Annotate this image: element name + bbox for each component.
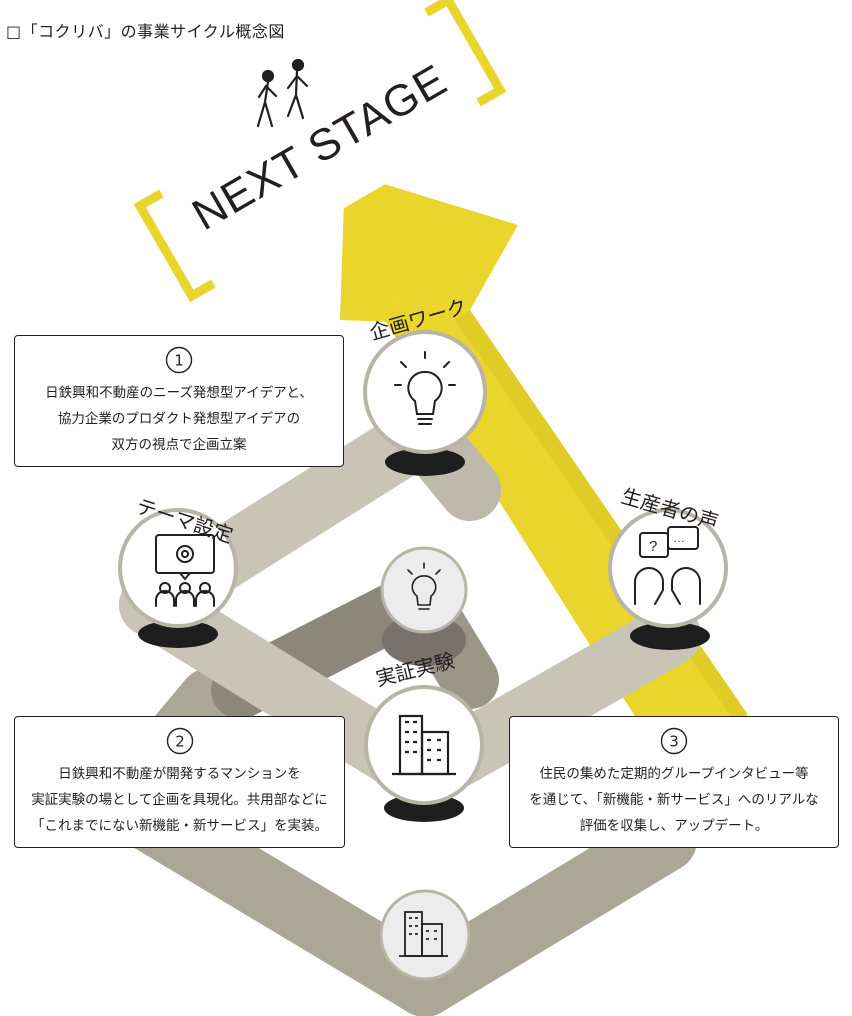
building-icon [399,911,448,957]
page-title: □「コクリバ」の事業サイクル概念図 [6,22,285,41]
node-theme [118,508,238,628]
step-number-badge: 2 [166,727,194,755]
step-number-badge: 3 [660,727,688,755]
description-box-1: 1 日鉄興和不動産のニーズ発想型アイデアと、 協力企業のプロダクト発想型アイデア… [14,335,344,467]
gear-speech-group-icon [155,534,215,607]
lightbulb-icon [394,351,456,425]
box-line: 協力企業のプロダクト発想型アイデアの [57,411,301,427]
step-number: 3 [669,733,679,751]
box-line: 住民の集めた定期的グループインタビュー等 [539,766,809,782]
building-icon [392,714,456,776]
svg-text:…: … [673,531,685,545]
box-line: 「これまでにない新機能・新サービス」を実装。 [31,818,328,834]
lightbulb-icon [407,562,441,610]
box-line: を通じて、「新機能・新サービス」へのリアルな [529,792,819,808]
description-box-2: 2 日鉄興和不動産が開発するマンションを 実証実験の場として企画を具現化。共用部… [14,716,345,848]
box-line: 双方の視点で企画立案 [111,437,247,453]
walking-people-icon [256,58,309,128]
node-bottom [379,889,471,981]
step-number: 1 [174,352,184,370]
node-kikaku [363,330,487,454]
description-box-3: 3 住民の集めた定期的グループインタビュー等 を通じて、「新機能・新サービス」へ… [509,716,839,848]
svg-text:?: ? [649,538,657,555]
node-jissho [364,685,484,805]
step-number-badge: 1 [165,346,193,374]
step-number: 2 [175,733,185,751]
people-conversation-icon: ? … [634,526,701,605]
box-line: 評価を収集し、アップデート。 [579,818,769,834]
box-line: 日鉄興和不動産が開発するマンションを [58,766,301,782]
box-line: 実証実験の場として企画を具現化。共用部などに [31,792,328,808]
node-inner [380,546,468,634]
box-line: 日鉄興和不動産のニーズ発想型アイデアと、 [45,385,313,401]
